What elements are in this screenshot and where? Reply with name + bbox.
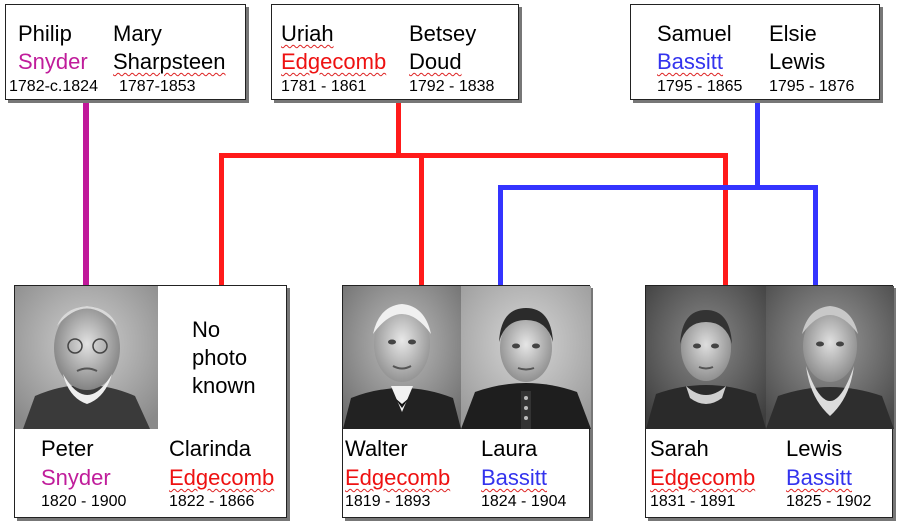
lewis-surname: Bassitt [786, 465, 853, 490]
bassitt-to-lewis-line [813, 185, 818, 286]
peter-photo [15, 286, 158, 429]
peter-first-name: Peter [41, 436, 94, 461]
edgecomb-to-clarinda-line [219, 153, 224, 286]
sarah-surname: Edgecomb [650, 465, 756, 490]
elsie-dates: 1795 - 1876 [769, 78, 855, 95]
no-photo-line-1: No [192, 317, 221, 342]
parents-snyder-box: Philip Snyder 1782-c.1824 Mary Sharpstee… [5, 4, 246, 100]
philip-dates: 1782-c.1824 [9, 78, 98, 95]
peter-dates: 1820 - 1900 [41, 493, 127, 510]
clarinda-dates: 1822 - 1866 [169, 493, 255, 510]
mary-dates: 1787-1853 [119, 78, 196, 95]
sarah-photo [646, 286, 766, 429]
uriah-first-name: Uriah [281, 21, 334, 46]
philip-surname: Snyder [18, 49, 88, 74]
walter-surname: Edgecomb [345, 465, 451, 490]
uriah-surname: Edgecomb [281, 49, 387, 74]
sarah-dates: 1831 - 1891 [650, 493, 736, 510]
uriah-dates: 1781 - 1861 [281, 78, 367, 95]
lewis-dates: 1825 - 1902 [786, 493, 872, 510]
bassitt-to-laura-line [498, 185, 503, 286]
philip-first-name: Philip [18, 21, 72, 46]
bassitt-sibling-bar [498, 185, 818, 190]
samuel-dates: 1795 - 1865 [657, 78, 743, 95]
elsie-first-name: Elsie [769, 21, 817, 46]
no-photo-line-3: known [192, 373, 256, 398]
snyder-descent-line [83, 100, 89, 286]
bassitt-drop-line [755, 100, 760, 190]
walter-dates: 1819 - 1893 [345, 493, 431, 510]
lewis-photo [766, 286, 894, 429]
sarah-first-name: Sarah [650, 436, 709, 461]
elsie-surname: Lewis [769, 49, 826, 74]
peter-surname: Snyder [41, 465, 111, 490]
walter-first-name: Walter [345, 436, 408, 461]
edgecomb-to-sarah-line [723, 153, 728, 286]
laura-dates: 1824 - 1904 [481, 493, 567, 510]
betsey-dates: 1792 - 1838 [409, 78, 495, 95]
laura-photo [461, 286, 591, 429]
laura-first-name: Laura [481, 436, 538, 461]
edgecomb-to-walter-line [419, 153, 424, 286]
betsey-surname: Doud [409, 49, 462, 74]
no-photo-line-2: photo [192, 345, 248, 370]
clarinda-surname: Edgecomb [169, 465, 275, 490]
couple-sarah-lewis-box: Sarah Edgecomb 1831 - 1891 Lewis Bassitt… [645, 285, 894, 518]
samuel-first-name: Samuel [657, 21, 732, 46]
parents-edgecomb-box: Uriah Edgecomb 1781 - 1861 Betsey Doud 1… [271, 4, 519, 100]
walter-photo [343, 286, 461, 429]
clarinda-first-name: Clarinda [169, 436, 251, 461]
lewis-first-name: Lewis [786, 436, 843, 461]
betsey-first-name: Betsey [409, 21, 477, 46]
laura-surname: Bassitt [481, 465, 548, 490]
samuel-surname: Bassitt [657, 49, 724, 74]
couple-walter-laura-box: Walter Edgecomb 1819 - 1893 Laura Bassit… [342, 285, 591, 518]
mary-surname: Sharpsteen [113, 49, 226, 74]
couple-peter-clarinda-box: No photo known Peter Snyder 1820 - 1900 … [14, 285, 287, 518]
parents-bassitt-box: Samuel Bassitt 1795 - 1865 Elsie Lewis 1… [630, 4, 880, 100]
mary-first-name: Mary [113, 21, 162, 46]
edgecomb-sibling-bar [219, 153, 728, 158]
edgecomb-drop-line [396, 100, 401, 157]
